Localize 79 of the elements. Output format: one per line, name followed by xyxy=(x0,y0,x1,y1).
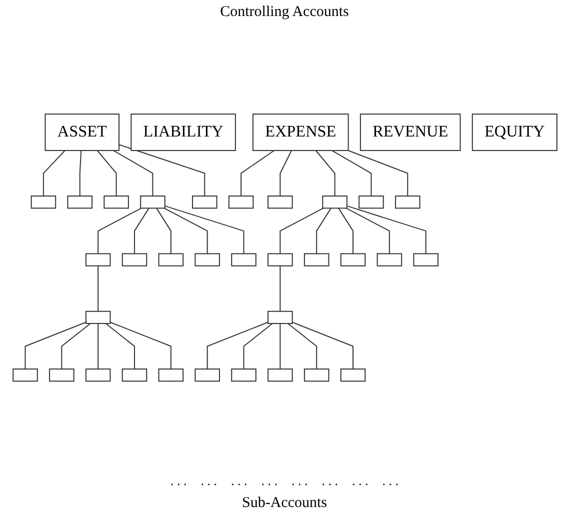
connector xyxy=(104,323,134,370)
node-box xyxy=(140,196,165,210)
diagram-caption: Sub-Accounts xyxy=(242,495,327,512)
connector xyxy=(242,323,272,370)
connector xyxy=(314,150,335,196)
node-box xyxy=(48,368,74,382)
node-box xyxy=(340,254,366,267)
node-box xyxy=(412,254,438,267)
node-box xyxy=(267,196,292,210)
connector xyxy=(287,323,317,370)
node-box xyxy=(12,368,38,382)
node-box xyxy=(267,368,292,382)
connector xyxy=(279,324,280,370)
node-box xyxy=(158,254,184,267)
node-box: LIABILITY xyxy=(130,114,236,152)
connector xyxy=(331,150,372,196)
node-box xyxy=(121,254,147,267)
connector xyxy=(96,150,116,196)
node-box xyxy=(230,254,256,267)
node-box xyxy=(84,311,110,324)
ellipsis: . . . xyxy=(382,473,398,489)
ellipsis: . . . xyxy=(352,473,368,489)
connector xyxy=(24,322,86,370)
node-box xyxy=(30,196,56,210)
node-box xyxy=(394,196,420,210)
node-box xyxy=(84,368,110,382)
diagram-title: Controlling Accounts xyxy=(220,4,349,21)
node-box xyxy=(228,196,254,210)
node-box xyxy=(192,196,217,210)
node-box xyxy=(103,196,128,210)
connector xyxy=(338,208,353,254)
connector xyxy=(97,208,141,254)
connector xyxy=(164,206,244,254)
connector xyxy=(134,208,149,254)
node-box xyxy=(84,254,110,267)
connector xyxy=(279,208,324,254)
ellipsis: . . . xyxy=(170,473,187,489)
node-box xyxy=(230,368,256,382)
ellipsis: . . . xyxy=(322,473,338,489)
node-box xyxy=(121,368,147,382)
connector xyxy=(97,324,98,370)
node-box xyxy=(303,254,329,267)
connector xyxy=(292,322,353,370)
ellipsis: . . . xyxy=(231,473,248,489)
node-box xyxy=(158,368,184,382)
connector xyxy=(348,150,408,196)
ellipsis: . . . xyxy=(261,473,278,489)
node-box: REVENUE xyxy=(359,114,460,152)
connector xyxy=(206,322,268,370)
ellipsis: . . . xyxy=(292,473,308,489)
node-box xyxy=(267,311,292,324)
node-box xyxy=(194,254,220,267)
connector xyxy=(346,208,390,254)
connector xyxy=(112,150,153,196)
connector xyxy=(240,150,274,196)
connector xyxy=(316,208,331,254)
connector xyxy=(279,266,280,312)
node-box xyxy=(358,196,384,210)
connector xyxy=(156,208,171,254)
node-box xyxy=(267,254,292,267)
ellipsis: . . . xyxy=(200,473,217,489)
connector xyxy=(163,208,208,254)
connector xyxy=(346,206,426,254)
node-box xyxy=(322,196,347,210)
connector xyxy=(279,150,292,196)
node-box: EXPENSE xyxy=(252,114,348,152)
connector xyxy=(60,323,90,370)
connector xyxy=(78,150,82,196)
connector xyxy=(42,150,65,196)
node-box xyxy=(376,254,402,267)
node-box xyxy=(340,368,366,382)
connector xyxy=(118,144,205,196)
node-box xyxy=(303,368,329,382)
connector xyxy=(97,266,98,312)
node-box: EQUITY xyxy=(471,114,557,152)
node-box: ASSET xyxy=(44,114,119,152)
node-box xyxy=(194,368,220,382)
connector xyxy=(110,322,171,370)
node-box xyxy=(66,196,92,210)
